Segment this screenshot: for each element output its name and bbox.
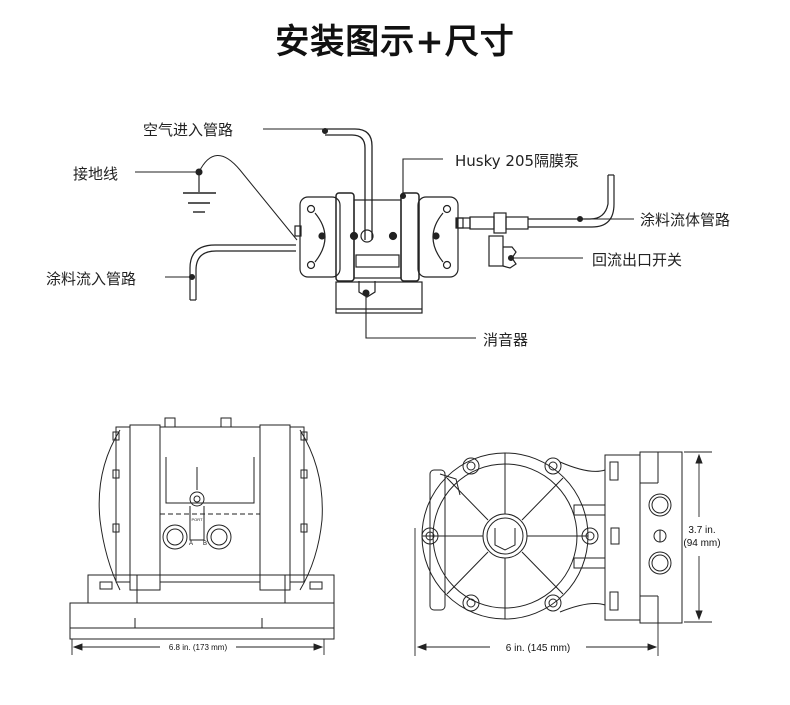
label-ground-wire: 接地线 [73, 165, 119, 183]
installation-diagram [135, 127, 634, 339]
pump-body [294, 192, 464, 314]
side-width-dimension [414, 528, 659, 656]
ground-wire [183, 155, 298, 241]
label-air-inlet: 空气进入管路 [143, 121, 234, 139]
air-inlet-pipe [325, 128, 374, 243]
front-width-label: 6.8 in. (173 mm) [169, 643, 228, 652]
side-view-drawing [421, 451, 683, 624]
port-marking: PORT [191, 517, 203, 522]
leader-lines [135, 127, 634, 339]
port-a-label: A [189, 541, 193, 547]
page-title: 安装图示+尺寸 [275, 22, 515, 62]
label-pump: Husky 205隔膜泵 [455, 152, 580, 170]
side-height-label-mm: (94 mm) [683, 538, 720, 549]
side-height-dimension [684, 451, 712, 623]
label-paint-inlet: 涂料流入管路 [46, 270, 137, 288]
label-return-valve: 回流出口开关 [592, 251, 683, 269]
label-paint-outlet: 涂料流体管路 [640, 211, 731, 229]
side-width-label: 6 in. (145 mm) [506, 643, 570, 654]
front-width-dimension [71, 639, 325, 655]
paint-inlet-pipe [189, 244, 296, 301]
paint-outlet-pipe [455, 174, 615, 230]
label-muffler: 消音器 [483, 331, 529, 349]
front-view-drawing: PORT A B [69, 417, 335, 640]
side-height-label-in: 3.7 in. [688, 525, 715, 536]
port-b-label: B [203, 541, 207, 547]
